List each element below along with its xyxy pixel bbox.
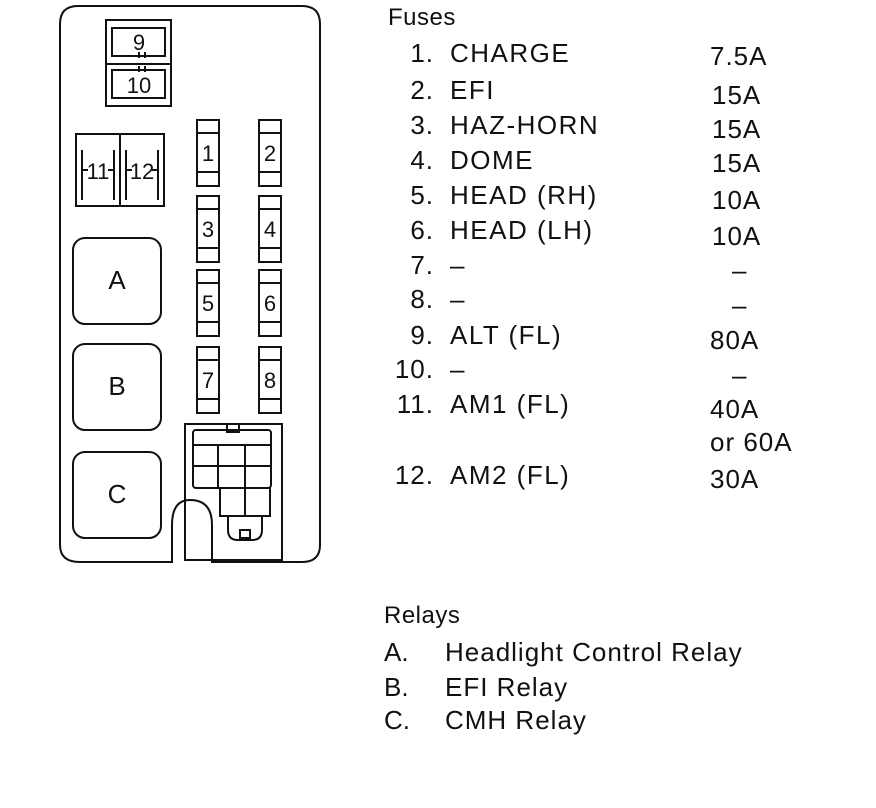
fuse-name-8: – <box>450 284 466 314</box>
fuse-1 <box>196 119 220 187</box>
fuse-amp-7: – <box>732 255 748 285</box>
fuse-box-outline <box>59 5 321 563</box>
relay-a <box>72 237 162 325</box>
fuse-amp-2: 15A <box>712 80 762 110</box>
relay-letter-a: A. <box>384 637 409 667</box>
relay-c <box>72 451 162 539</box>
fuse-num-12: 12. <box>394 460 434 490</box>
relay-name-c: CMH Relay <box>445 705 587 735</box>
diagram-label-5: 5 <box>202 291 214 316</box>
fuse-4 <box>258 195 282 263</box>
diagram-label-a: A <box>108 265 126 295</box>
fuse-name-7: – <box>450 250 466 280</box>
fuse-num-4: 4. <box>410 145 434 175</box>
fuse-6 <box>258 269 282 337</box>
fuse-name-4: DOME <box>450 145 534 175</box>
fuse-10 <box>105 63 172 107</box>
diagram-label-7: 7 <box>202 368 214 393</box>
relay-letter-c: C. <box>384 705 410 735</box>
diagram-label-6: 6 <box>264 291 276 316</box>
fuse-num-10: 10. <box>394 354 434 384</box>
fuse-2 <box>258 119 282 187</box>
diagram-label-2: 2 <box>264 141 276 166</box>
fuse-num-9: 9. <box>410 320 434 350</box>
fuse-name-2: EFI <box>450 75 495 105</box>
fuse-amp-5: 10A <box>712 185 762 215</box>
relays-heading: Relays <box>384 602 461 629</box>
relay-b <box>72 343 162 431</box>
fuse-num-6: 6. <box>410 215 434 245</box>
fuse-amp-6: 10A <box>712 221 762 251</box>
fuse-12 <box>119 133 165 207</box>
fuse-num-1: 1. <box>410 38 434 68</box>
connector <box>184 423 283 561</box>
diagram-label-12: 12 <box>130 159 154 184</box>
relay-name-a: Headlight Control Relay <box>445 637 743 667</box>
fuse-amp-10: – <box>732 360 748 390</box>
diagram-label-3: 3 <box>202 217 214 242</box>
fuse-name-5: HEAD (RH) <box>450 180 598 210</box>
fuse-amp-3: 15A <box>712 114 762 144</box>
fuse-8 <box>258 346 282 414</box>
fuse-name-6: HEAD (LH) <box>450 215 594 245</box>
fuse-num-11: 11. <box>396 389 434 419</box>
fuse-name-11: AM1 (FL) <box>450 389 571 419</box>
fuse-7 <box>196 346 220 414</box>
fuse-name-3: HAZ-HORN <box>450 110 600 140</box>
fuse-name-9: ALT (FL) <box>450 320 563 350</box>
fuse-num-8: 8. <box>410 284 434 314</box>
fuses-heading: Fuses <box>388 4 456 31</box>
diagram-label-1: 1 <box>202 141 214 166</box>
diagram-label-11: 11 <box>87 159 110 184</box>
diagram-label-8: 8 <box>264 368 276 393</box>
diagram-label-4: 4 <box>264 217 276 242</box>
relay-letter-b: B. <box>384 672 409 702</box>
fuse-name-10: – <box>450 354 466 384</box>
fuse-amp-11-alt: or 60A <box>710 427 793 457</box>
fuse-amp-12: 30A <box>710 464 760 494</box>
fuse-amp-9: 80A <box>710 325 760 355</box>
fuse-num-5: 5. <box>410 180 434 210</box>
fuse-amp-1: 7.5A <box>710 41 768 71</box>
fuse-amp-4: 15A <box>712 148 762 178</box>
diagram-label-c: C <box>108 479 127 509</box>
fuse-num-2: 2. <box>410 75 434 105</box>
diagram-label-9: 9 <box>133 30 145 55</box>
fuse-5 <box>196 269 220 337</box>
fuse-amp-8: – <box>732 290 748 320</box>
diagram-label-10: 10 <box>127 73 151 98</box>
fuse-num-7: 7. <box>410 250 434 280</box>
relay-name-b: EFI Relay <box>445 672 569 702</box>
fuse-num-3: 3. <box>410 110 434 140</box>
fuse-name-1: CHARGE <box>450 38 571 68</box>
fuse-3 <box>196 195 220 263</box>
fuse-amp-11: 40A <box>710 394 760 424</box>
fuse-box-diagram: 9 10 11 12 1 2 3 4 5 6 7 8 A B C <box>59 5 321 563</box>
fuse-name-12: AM2 (FL) <box>450 460 571 490</box>
diagram-label-b: B <box>108 371 125 401</box>
